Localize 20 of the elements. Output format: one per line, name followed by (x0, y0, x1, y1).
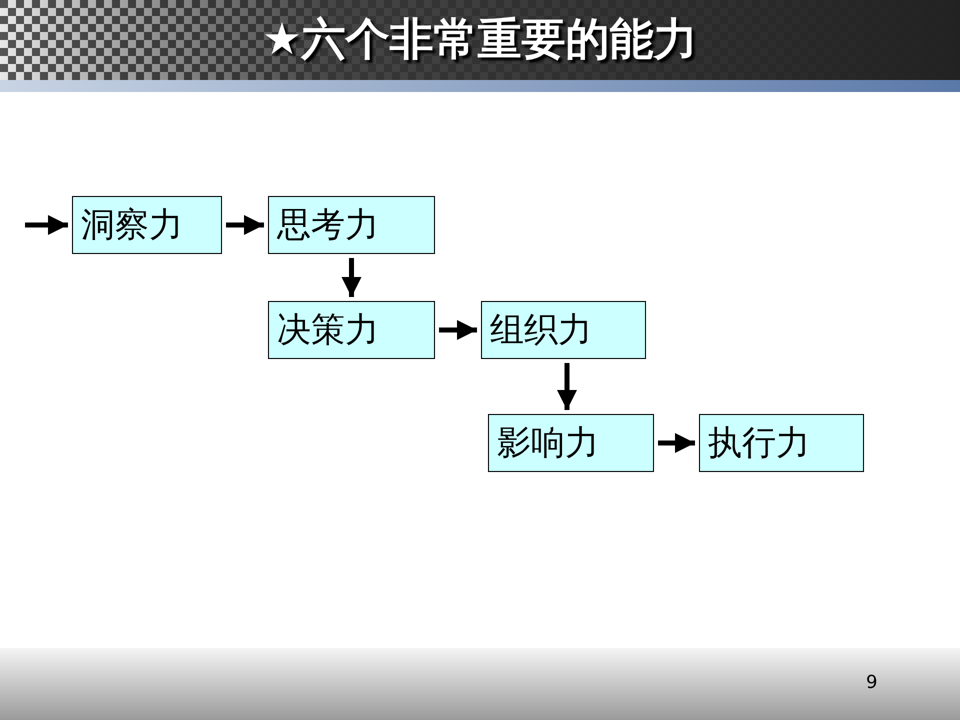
arrow (342, 258, 362, 297)
arrow (658, 433, 695, 453)
box-label: 决策力 (277, 309, 379, 352)
arrow (25, 215, 68, 235)
slide-title: ★六个非常重要的能力 (262, 14, 698, 65)
arrow (226, 215, 264, 235)
box-label: 洞察力 (81, 204, 183, 247)
arrow (439, 320, 477, 340)
process-box (699, 414, 864, 472)
box-label: 组织力 (490, 309, 592, 352)
box-label: 思考力 (277, 204, 379, 247)
process-box (268, 196, 435, 254)
arrow (557, 363, 577, 410)
process-box (488, 414, 654, 472)
process-box (481, 301, 646, 359)
box-label: 影响力 (497, 422, 599, 465)
box-label: 执行力 (708, 422, 810, 465)
page-number: 9 (866, 672, 878, 693)
process-box (268, 301, 435, 359)
process-box (72, 196, 222, 254)
